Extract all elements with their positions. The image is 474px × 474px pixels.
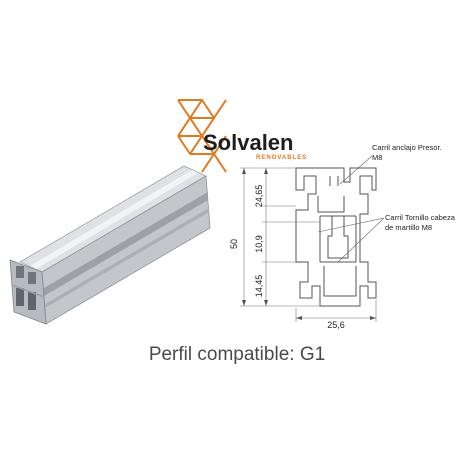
brand-tagline: RENOVABLES: [256, 155, 307, 161]
compatibility-caption: Perfil compatible: G1: [148, 344, 326, 365]
dim-total-height: 50: [229, 239, 239, 249]
callout-lower-line1: Carril Tornillo cabeza: [385, 213, 456, 222]
brand-logo-icon: [177, 99, 227, 173]
dim-middle-channel: 10,9: [254, 235, 264, 253]
callout-leaders: [317, 155, 385, 263]
aluminium-rail-3d-icon: [9, 165, 211, 325]
callout-upper-line2: M8: [372, 153, 382, 162]
dim-lower-channel: 14,45: [254, 275, 264, 298]
brand-name: Solvalen: [203, 130, 293, 155]
dimension-lines: [240, 167, 377, 322]
callout-lower-line2: de martillo M8: [385, 223, 432, 232]
dim-upper-channel: 24,65: [254, 185, 264, 208]
dim-width: 25,6: [327, 320, 345, 330]
callout-upper-line1: Carril anclajo Presor.: [372, 143, 442, 152]
